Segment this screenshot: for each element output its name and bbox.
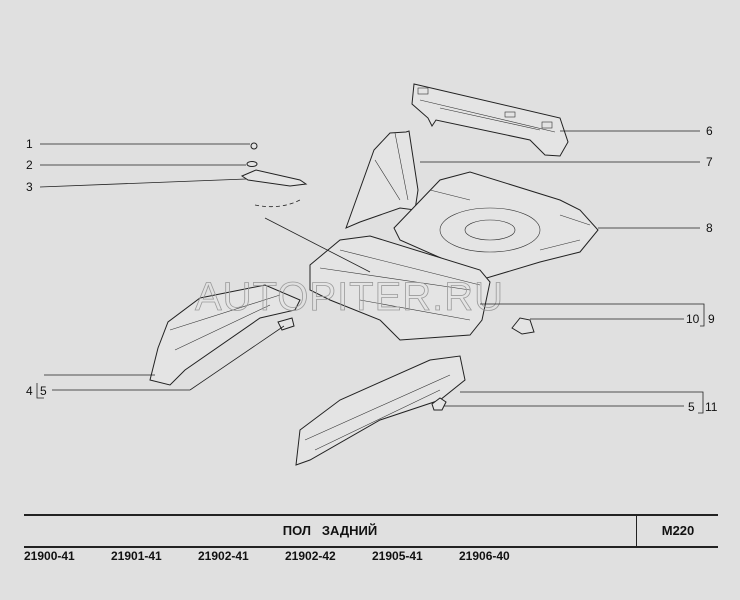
- callout-5-left: 5: [40, 384, 47, 398]
- part-left-rail: [149, 284, 301, 386]
- model-code: 21900-41: [24, 549, 75, 563]
- part-bracket: [240, 142, 371, 273]
- part-wheel-arch: [345, 130, 419, 229]
- footer-bottom-rule: [24, 546, 718, 548]
- model-code: 21906-40: [459, 549, 510, 563]
- part-rear-panel: [411, 83, 569, 157]
- watermark: AUTOPITER.RU: [195, 275, 504, 319]
- diagram-code: M220: [636, 515, 719, 547]
- footer-top-rule: [24, 514, 718, 516]
- part-floor-crossmember: [309, 235, 491, 341]
- callout-8: 8: [706, 221, 713, 235]
- part-clip: [511, 317, 535, 335]
- callout-1: 1: [26, 137, 33, 151]
- callout-4: 4: [26, 384, 33, 398]
- callout-9: 9: [708, 312, 715, 326]
- callout-10: 10: [686, 312, 700, 326]
- part-right-rail: [295, 355, 466, 466]
- model-code: 21902-41: [198, 549, 249, 563]
- callout-11: 11: [705, 400, 718, 414]
- callout-2: 2: [26, 158, 33, 172]
- callout-7: 7: [706, 155, 713, 169]
- callout-6: 6: [706, 124, 713, 138]
- model-list: 21900-41 21901-41 21902-41 21902-42 2190…: [24, 549, 546, 563]
- model-code: 21905-41: [372, 549, 423, 563]
- page-title: ПОЛ ЗАДНИЙ: [282, 523, 378, 538]
- callouts-left: 1 2 3 4 5: [26, 137, 285, 399]
- callout-3: 3: [26, 180, 33, 194]
- callout-5-right: 5: [688, 400, 695, 414]
- callouts-right: 6 7 8 10 9 5 11: [420, 124, 718, 414]
- model-code: 21902-42: [285, 549, 336, 563]
- model-code: 21901-41: [111, 549, 162, 563]
